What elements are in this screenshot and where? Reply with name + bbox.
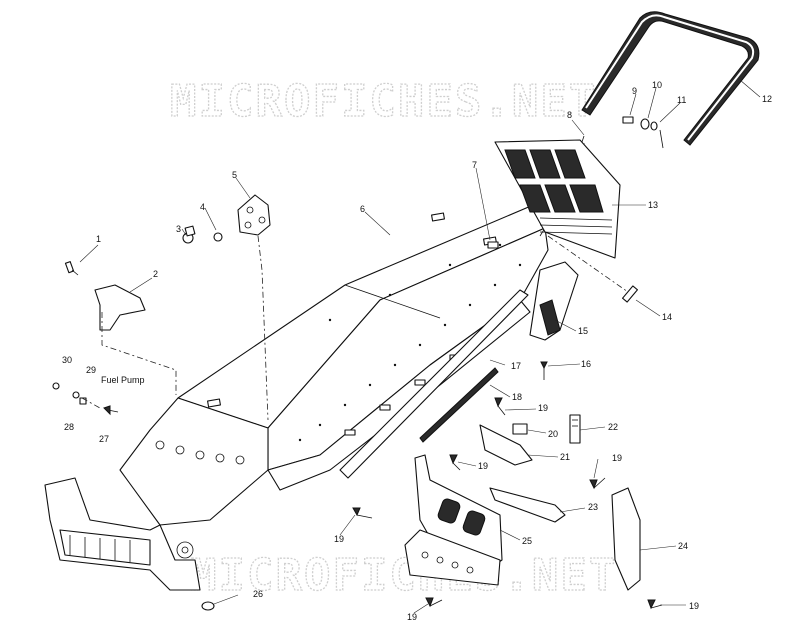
part-22-tab xyxy=(569,414,581,444)
part-17-18-rail-strips xyxy=(339,289,529,479)
part-12-grab-loop xyxy=(581,11,760,146)
part-7-pin xyxy=(487,241,499,249)
callout-3: 3 xyxy=(176,224,181,234)
fuel-pump-label: Fuel Pump xyxy=(101,375,145,385)
callout-22: 22 xyxy=(608,422,618,432)
part-25-footrest xyxy=(404,454,503,586)
callout-27: 27 xyxy=(99,434,109,444)
part-13-snow-flap xyxy=(494,139,621,259)
part-21-bracket xyxy=(479,424,533,466)
part-5-plate xyxy=(237,194,271,236)
part-14-clip xyxy=(622,285,638,303)
part-15-rail-end xyxy=(529,261,579,341)
part-2-bracket xyxy=(94,284,146,331)
callout-24: 24 xyxy=(678,541,688,551)
leader-lines xyxy=(79,79,761,614)
callout-19-e: 19 xyxy=(407,612,417,622)
part-26-plug xyxy=(201,601,215,611)
watermark-bottom: MICROFICHES.NET xyxy=(190,550,617,601)
part-1-bolt xyxy=(64,261,79,276)
fuel-pump-hardware xyxy=(52,382,119,416)
callout-26: 26 xyxy=(253,589,263,599)
chassis-tunnel xyxy=(119,199,549,526)
callout-19-a: 19 xyxy=(538,403,548,413)
callout-16: 16 xyxy=(581,359,591,369)
bolt-19-group xyxy=(352,397,663,610)
part-4-nut xyxy=(213,232,223,242)
callout-12: 12 xyxy=(762,94,772,104)
part-3-bolt xyxy=(182,225,196,244)
part-23-bracket xyxy=(489,487,566,523)
callout-23: 23 xyxy=(588,502,598,512)
callout-18: 18 xyxy=(512,392,522,402)
callout-30: 30 xyxy=(62,355,72,365)
front-frame xyxy=(44,440,245,591)
alignment-lines xyxy=(81,235,629,421)
callout-10: 10 xyxy=(652,80,662,90)
part-16-bolt xyxy=(540,361,548,380)
watermark-top: MICROFICHES.NET xyxy=(170,76,597,127)
callout-28: 28 xyxy=(64,422,74,432)
callout-11: 11 xyxy=(677,95,686,105)
callout-7: 7 xyxy=(472,160,477,170)
callout-9: 9 xyxy=(632,86,637,96)
callout-numbers: 1 2 3 4 5 6 7 8 9 10 11 12 13 14 15 16 1… xyxy=(62,80,772,622)
callout-6: 6 xyxy=(360,204,365,214)
part-20-block xyxy=(512,423,528,435)
callout-19-f: 19 xyxy=(689,601,699,611)
callout-19-b: 19 xyxy=(478,461,488,471)
callout-25: 25 xyxy=(522,536,532,546)
callout-21: 21 xyxy=(560,452,570,462)
callout-15: 15 xyxy=(578,326,588,336)
callout-2: 2 xyxy=(153,269,158,279)
parts-9-10-11-hardware xyxy=(622,116,664,149)
callout-29: 29 xyxy=(86,365,96,375)
callout-19-c: 19 xyxy=(612,453,622,463)
callout-8: 8 xyxy=(567,110,572,120)
part-24-panel xyxy=(611,487,641,591)
callout-17: 17 xyxy=(511,361,521,371)
callout-13: 13 xyxy=(648,200,658,210)
callout-1: 1 xyxy=(96,234,101,244)
callout-14: 14 xyxy=(662,312,672,322)
callout-19-d: 19 xyxy=(334,534,344,544)
callout-5: 5 xyxy=(232,170,237,180)
callout-20: 20 xyxy=(548,429,558,439)
callout-4: 4 xyxy=(200,202,205,212)
